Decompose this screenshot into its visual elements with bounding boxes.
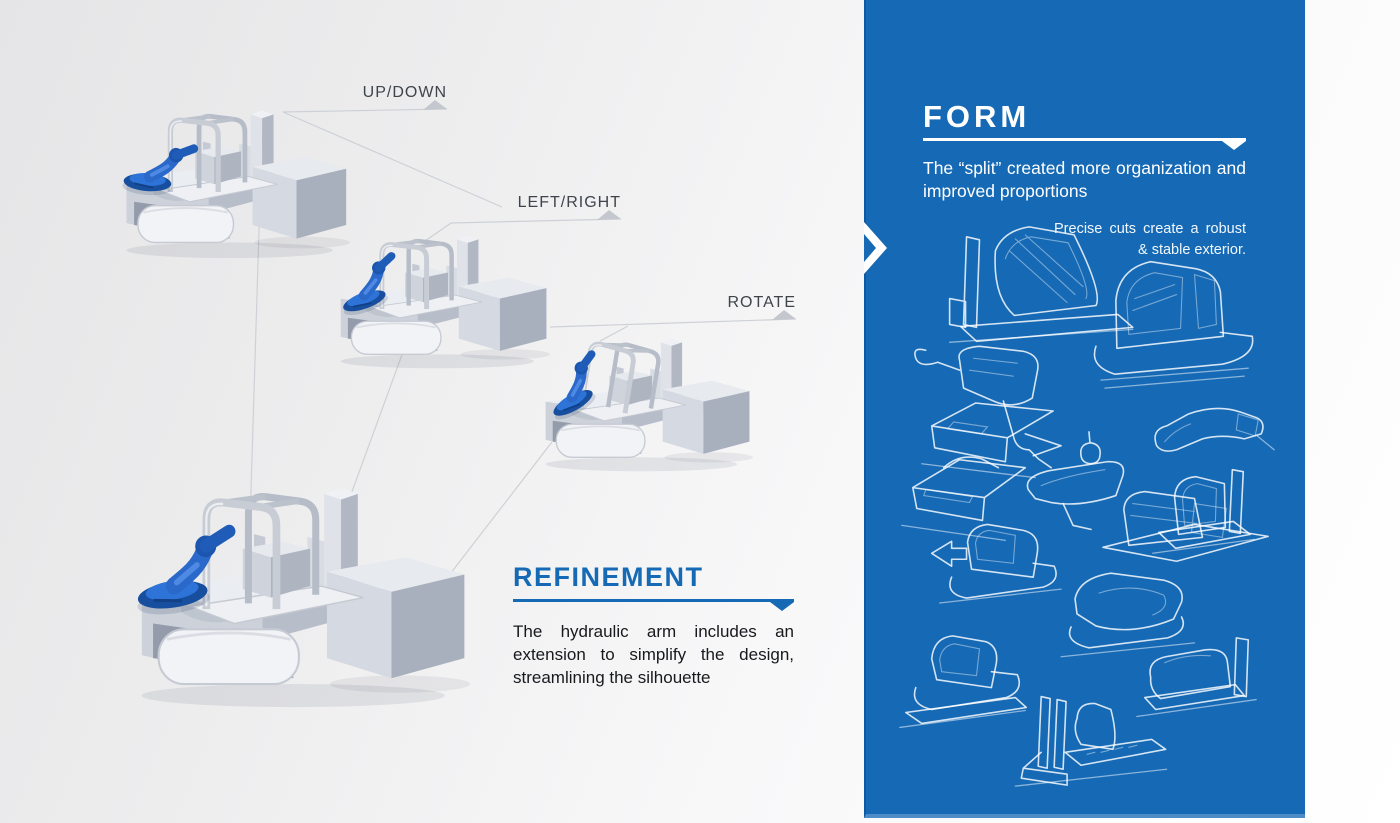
sketch-boat (1026, 431, 1125, 531)
sketch-forklift (1014, 695, 1168, 787)
label-rotate: ROTATE (727, 294, 796, 311)
machine-render-up-down (115, 109, 350, 260)
machine-render-left-right (330, 235, 550, 370)
sketch-bottom-right (1136, 637, 1257, 718)
sketch-sail-machine (948, 226, 1134, 343)
machine-render-rotate (535, 325, 753, 473)
form-subtitle: The “split” created more organization an… (923, 158, 1246, 202)
form-panel: FORM The “split” created more organizati… (864, 0, 1305, 818)
sketch-bottom-cab (899, 635, 1028, 729)
sketch-pod (1060, 572, 1196, 658)
sketch-low-car (901, 456, 1027, 541)
chevron-right-icon (864, 222, 887, 274)
refinement-section: REFINEMENT The hydraulic arm includes an… (513, 562, 794, 689)
machine-render-refined (125, 486, 470, 709)
sketch-wedge (921, 402, 1062, 479)
refinement-underline (513, 598, 794, 611)
form-title: FORM (923, 99, 1031, 134)
sketch-handle (1154, 407, 1275, 452)
sketch-plate-machine (1102, 490, 1269, 563)
concept-sketches (899, 226, 1275, 787)
label-up-down: UP/DOWN (362, 84, 447, 101)
refinement-body: The hydraulic arm includes an extension … (513, 621, 794, 687)
sketch-right-cab (1152, 468, 1255, 554)
label-left-right: LEFT/RIGHT (517, 194, 621, 211)
sketch-cab-vehicle (1093, 260, 1254, 389)
sketch-arm-vehicle (914, 345, 1052, 469)
refinement-title: REFINEMENT (513, 562, 704, 592)
sketch-arrow-vehicle (930, 523, 1062, 604)
form-underline (923, 138, 1246, 151)
form-note: Precise cuts create a robust & stable ex… (1054, 221, 1246, 259)
